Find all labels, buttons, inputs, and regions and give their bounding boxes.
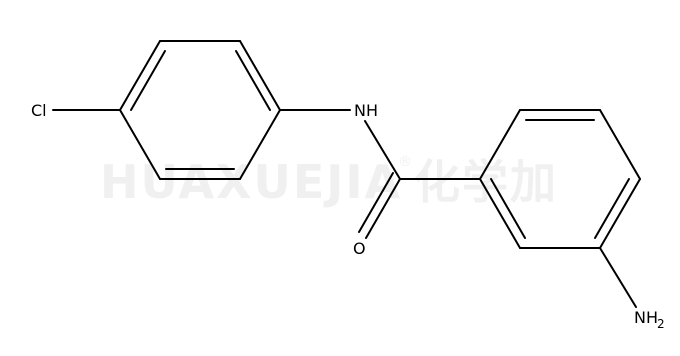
ring1-double-upper-right [235,50,271,111]
watermark: HUAXUEJIA ® 化学加 [100,154,558,209]
chlorine-label: Cl [31,101,47,120]
watermark-latin: HUAXUEJIA [100,155,402,209]
ring2-bond-lower-right [599,178,641,249]
nh-to-carbonyl-bond [364,120,401,180]
amine-nitrogen-label: NH [634,308,658,327]
watermark-registered-mark: ® [398,154,412,170]
ring1-bond-upper-left [119,40,161,111]
chlorophenyl-ring [119,40,281,180]
ring2-bond-lower-left [479,178,521,249]
ring2-double-lower-left [490,178,526,239]
amine-subscript-label: 2 [657,317,665,331]
ring1-bond-lower-right [239,109,281,180]
carbonyl-oxygen-label: O [353,239,366,258]
amine-bond [599,247,637,308]
amide-nitrogen-label: NH [354,101,378,120]
ring2-bond-upper-left [479,109,521,180]
ring1-double-upper-left [130,50,166,111]
ring1-bond-lower-left [119,109,161,180]
ring2-bond-upper-right [599,109,641,180]
watermark-chinese: 化学加 [414,155,558,209]
carbonyl-bond-b [358,172,394,233]
carbonyl-bond-a [365,178,401,239]
ring1-bond-upper-right [239,40,281,111]
ring2-double-lower-right [594,178,630,239]
aminophenyl-ring [479,109,641,249]
